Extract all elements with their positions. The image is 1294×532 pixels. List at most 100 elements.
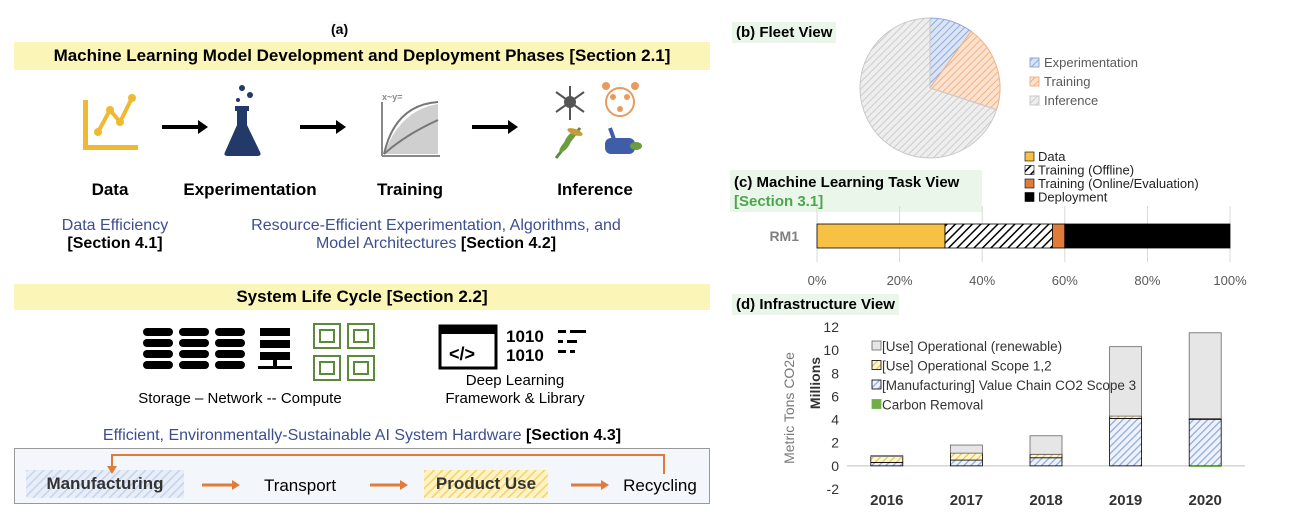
panel-b-label: (b) Fleet View [732,22,837,43]
legend-label: Deployment [1038,190,1108,205]
y-axis-label: Metric Tons CO2e [781,352,797,464]
list-icon [558,330,586,353]
arrow-right-icon [571,480,609,490]
framework-caption-1: Deep Learning [465,372,565,389]
code-window-icon: </> [438,324,498,370]
network-icon [602,82,639,117]
step-recycling: Recycling [623,476,697,495]
bar-segment [944,223,1053,249]
legend-swatch [1024,165,1035,175]
legend-swatch [871,399,882,409]
neuron-icon [555,86,585,120]
infrastructure-bar-chart: [Use] Operational (renewable) [Use] Opera… [781,319,1245,509]
legend-swatch [1024,151,1035,162]
legend-swatch [1024,178,1035,189]
hardware-line-text: Efficient, Environmentally-Sustainable A… [102,427,522,444]
storage-icon [143,328,245,369]
x-tick-label: 2016 [870,492,903,509]
y-tick-label: 8 [831,365,839,381]
legend-label: Inference [1044,93,1098,108]
legend-label: [Manufacturing] Value Chain CO2 Scope 3 [882,378,1136,393]
y-tick-label: 4 [831,412,839,428]
x-tick-label: 80% [1134,273,1160,288]
bar-segment [1189,465,1222,468]
legend-label: Carbon Removal [882,398,983,413]
mortar-icon [605,127,642,154]
x-tick-label: 2017 [950,492,983,509]
bar-segment [1109,418,1143,467]
legend-label: [Use] Operational Scope 1,2 [882,359,1052,374]
lifecycle-arrows [26,454,665,498]
bar-segment [870,455,904,457]
svg-text:</>: </> [449,344,475,364]
lifecycle-title: System Life Cycle [Section 2.2] [14,284,710,310]
legend-swatch [1024,192,1035,202]
bar-segment [816,223,946,249]
legend-swatch [871,360,882,370]
svg-text:x~y=: x~y= [382,92,403,102]
category-label: RM1 [769,228,799,244]
bar-segment [1064,223,1231,249]
step-product-use: Product Use [435,474,537,493]
bar-segment [1029,457,1063,467]
bar-segment [1109,346,1143,417]
legend-swatch [1029,76,1040,87]
stage-data: Data [91,180,129,199]
phase-icons: x~y= [83,82,642,159]
panel-c-title [730,170,982,212]
legend-label: Data [1038,150,1066,164]
chip-icon [313,323,375,381]
stage-inference: Inference [557,180,633,199]
bar-segment [949,444,983,454]
x-tick-label: 20% [887,273,913,288]
x-tick-label: 2018 [1029,492,1062,509]
arrow-right-icon [472,120,518,134]
legend-label: [Use] Operational (renewable) [882,339,1062,354]
plant-icon [554,127,583,159]
inference-icons [554,82,642,159]
x-tick-label: 100% [1213,273,1247,288]
legend-label: Experimentation [1044,55,1138,70]
resource-line-1: Resource-Efficient Experimentation, Algo… [251,217,621,234]
bar-segment [870,461,904,467]
y-axis-unit: Millions [807,357,823,409]
data-efficiency-section: [Section 4.1] [67,235,163,252]
step-transport: Transport [263,476,337,495]
bar-segment [1188,332,1222,419]
resource-line-2: Model Architectures [315,235,457,252]
panel-a-label: (a) [331,21,349,37]
y-tick-label: 10 [823,342,839,358]
x-tick-label: 40% [969,273,995,288]
panel-d-label: (d) Infrastructure View [732,294,899,315]
framework-caption-2: Framework & Library [445,390,585,407]
data-chart-icon [83,94,138,150]
stage-training: Training [376,180,444,199]
y-tick-label: 2 [831,435,839,451]
legend-label: Training [1044,74,1090,89]
training-curve-icon: x~y= [381,92,440,157]
y-tick-label: 0 [831,458,839,474]
arrow-right-icon [300,120,346,134]
phases-title: Machine Learning Model Development and D… [14,42,710,70]
bar-segment [1029,453,1063,459]
y-tick-label: -2 [827,481,840,497]
flask-icon [224,85,261,156]
hardware-icons: </> 1010 1010 [143,323,586,381]
resource-efficient: Resource-Efficient Experimentation, Algo… [196,217,676,253]
data-efficiency-label: Data Efficiency [61,217,169,234]
legend-label: Training (Offline) [1038,163,1134,178]
bar-segment [949,459,983,467]
x-tick-label: 60% [1052,273,1078,288]
bar-segment [949,452,983,461]
stage-experimentation: Experimentation [183,180,317,199]
bar-segment [1052,223,1066,249]
hardware-line: Efficient, Environmentally-Sustainable A… [14,427,710,445]
legend-label: Training (Online/Evaluation) [1038,176,1199,191]
legend-swatch [1029,57,1040,68]
server-icon [258,328,292,369]
legend-swatch [1029,95,1040,106]
hardware-line-section: [Section 4.3] [525,427,622,444]
legend-swatch [871,379,882,390]
